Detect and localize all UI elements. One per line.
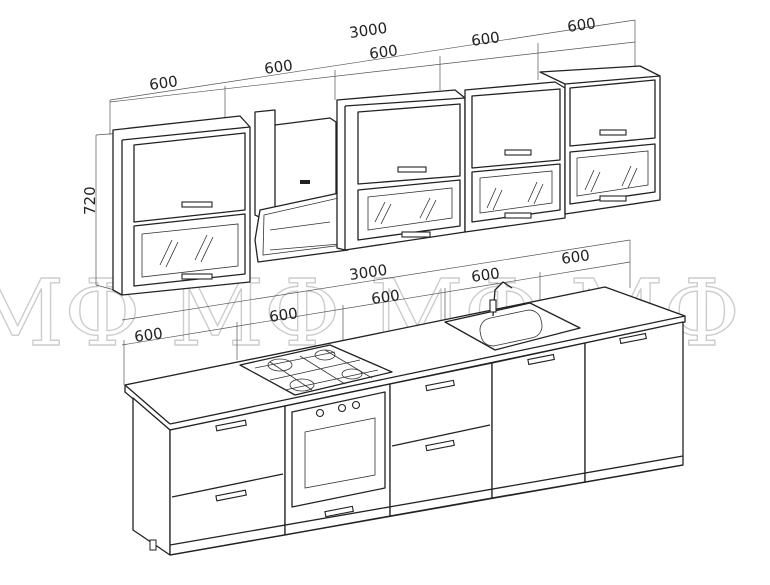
hob [239,344,393,396]
lower-width-label-2: 600 [268,304,299,326]
upper-cabinet-2 [336,89,466,251]
lower-dimensions [121,239,631,385]
upper-width-label-1: 600 [148,72,179,94]
sink [444,281,581,351]
lower-width-label-1: 600 [133,324,164,346]
upper-width-label-3: 600 [368,41,399,63]
upper-total-width-label: 3000 [348,19,388,42]
lower-width-label-3: 600 [370,286,401,308]
upper-width-label-4: 600 [470,28,501,50]
upper-width-label-5: 600 [566,14,597,36]
upper-height-label: 720 [81,186,99,215]
upper-width-label-2: 600 [263,56,294,78]
sink-cabinet [491,342,586,499]
lower-total-width-label: 3000 [348,261,388,284]
oven-cabinet [284,383,391,536]
plinth-top-line [169,455,684,546]
lower-width-label-4: 600 [470,264,501,286]
drawer-cabinet [389,362,493,517]
plinth-line [169,464,684,556]
lower-width-label-5: 600 [560,246,591,268]
base-cabinet-drawers [169,405,286,556]
upper-cabinet-4 [539,65,661,215]
upper-cabinet-1 [112,115,251,296]
upper-dimensions [95,19,636,293]
upper-cabinet-3 [464,81,566,233]
